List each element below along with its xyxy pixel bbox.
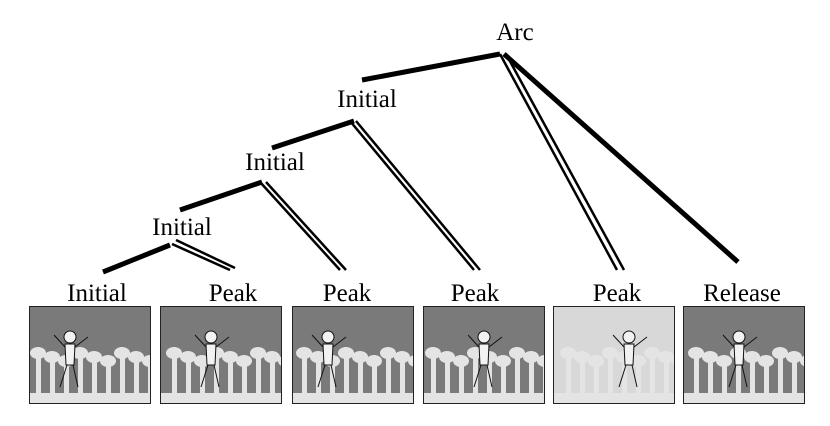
forest-sketch [161,330,281,403]
comic-panel-initial [29,306,151,404]
leaf-label-initial: Initial [67,280,127,307]
forest-sketch [293,330,413,403]
forest-sketch [30,330,150,403]
leaf-label-peak-2: Peak [322,280,372,307]
comic-panel-peak-3 [423,306,545,404]
comic-panel-release [683,306,805,404]
edge-initial3-peak-a [171,242,231,272]
node-initial-2: Initial [245,149,305,176]
figure-sketch [311,330,347,388]
comic-panel-peak-4 [553,306,675,404]
forest-sketch [684,330,804,403]
edge-initial2-initial3 [179,179,263,213]
node-initial-1: Initial [337,86,397,113]
edge-initial2-peak-a [259,181,341,271]
edge-initial1-peak-b [355,120,481,271]
forest-sketch [424,330,544,403]
edge-initial1-peak-a [349,120,475,271]
edge-arc-release [502,52,740,264]
forest-sketch [554,330,674,403]
leaf-label-peak-3: Peak [450,280,500,307]
edge-arc-peak-double-b [504,53,626,271]
figure-sketch [467,330,503,388]
comic-panel-peak-2 [292,306,414,404]
leaf-label-release: Release [703,280,781,307]
edge-arc-initial [361,51,501,83]
node-arc: Arc [496,19,534,46]
edge-initial3-peak-b [175,238,236,270]
edge-initial2-peak-b [265,181,347,271]
figure-sketch [194,330,230,388]
edge-arc-peak-double-a [498,53,619,271]
figure-sketch [612,330,648,388]
comic-panel-peak-1 [160,306,282,404]
leaf-label-peak-4: Peak [592,280,642,307]
edge-initial3-initial [102,242,171,275]
edge-initial1-initial2 [271,118,355,151]
node-initial-3: Initial [152,214,212,241]
figure-sketch [722,330,758,388]
figure-sketch [53,330,89,388]
leaf-label-peak-1: Peak [208,280,258,307]
